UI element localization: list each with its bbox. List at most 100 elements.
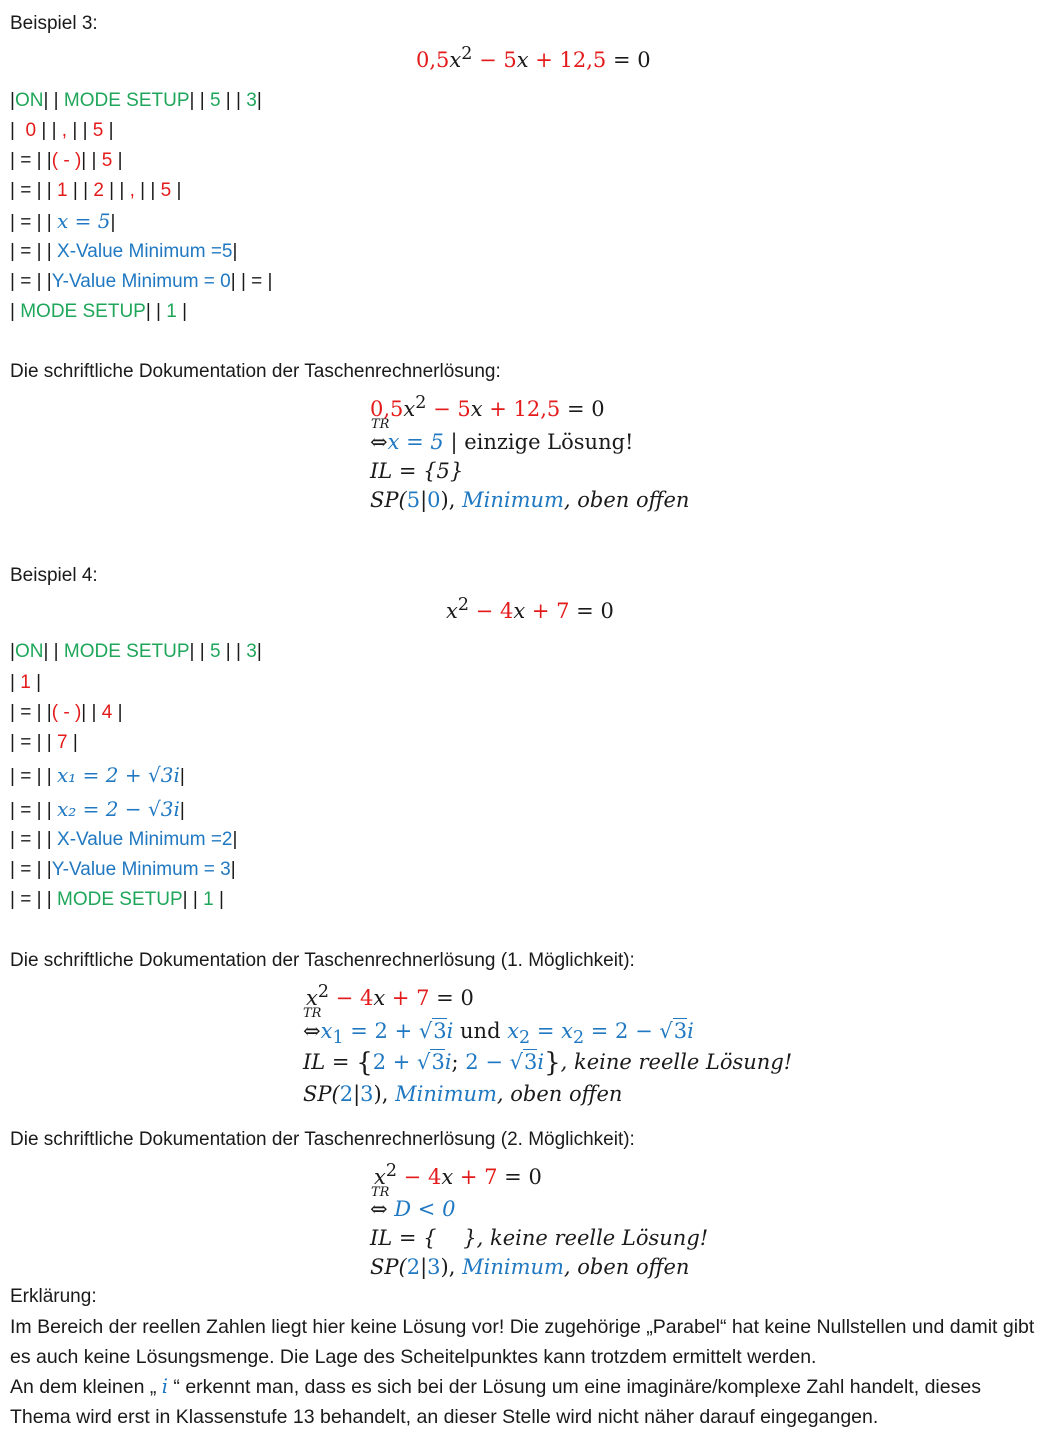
example-3-doc-heading: Die schriftliche Dokumentation der Tasch…	[10, 361, 501, 382]
keystroke-line: | 0 | | , | | 5 |	[10, 119, 114, 143]
key-separator: |	[10, 641, 15, 662]
doc2-vertex: SP(2|3), Minimum, oben offen	[370, 1255, 690, 1279]
doc2-equation: x2 − 4x + 7 = 0	[374, 1161, 542, 1189]
key-label: 5	[160, 180, 172, 201]
key-label: 3	[246, 641, 257, 662]
key-separator: | = | |	[10, 271, 52, 292]
key-separator: |	[67, 732, 78, 753]
example-3-heading: Beispiel 3:	[10, 13, 98, 34]
doc1-solution-set: IL = {2 + √3i; 2 − √3i}, keine reelle Lö…	[303, 1048, 793, 1078]
key-separator: | = | |	[10, 889, 58, 910]
key-label: Y-Value Minimum = 3	[51, 859, 231, 880]
example-4-doc1-heading: Die schriftliche Dokumentation der Tasch…	[10, 950, 635, 971]
keystroke-line: | = | | 1 | | 2 | | , | | 5 |	[10, 179, 181, 203]
key-separator: |	[256, 90, 262, 111]
key-separator: |	[179, 766, 185, 787]
key-label: ( - )	[51, 150, 82, 171]
keystroke-line: | = | | 7 |	[10, 731, 78, 755]
keystroke-line: | = | | x₁ = 2 + √3i|	[10, 763, 185, 789]
keystroke-line: |ON| | MODE SETUP| | 5 | | 3|	[10, 89, 262, 113]
key-label: ,	[129, 180, 135, 201]
key-label: 2	[93, 180, 104, 201]
key-separator: | |	[220, 641, 247, 662]
key-label: X-Value Minimum =2	[57, 829, 233, 850]
key-separator: |	[10, 301, 21, 322]
key-separator: | |	[67, 120, 93, 141]
keystroke-line: | 1 |	[10, 671, 41, 695]
key-separator: | |	[189, 90, 210, 111]
tr-label: TR	[371, 417, 390, 432]
key-label: 7	[57, 732, 68, 753]
key-separator: |	[103, 120, 114, 141]
key-label: ON	[14, 90, 44, 111]
key-separator: | = | |	[10, 766, 58, 787]
doc1-equation: x2 − 4x + 7 = 0	[306, 982, 474, 1010]
keystroke-line: | = | | x₂ = 2 − √3i|	[10, 797, 185, 823]
key-label: 5	[209, 641, 221, 662]
key-label: 1	[203, 889, 214, 910]
example-4-heading: Beispiel 4:	[10, 565, 98, 586]
key-separator: |	[256, 641, 262, 662]
key-label: 3	[246, 90, 257, 111]
keystroke-line: | MODE SETUP| | 1 |	[10, 300, 187, 324]
key-separator: | |	[189, 641, 210, 662]
key-separator: | |	[43, 90, 64, 111]
doc1-vertex: SP(2|3), Minimum, oben offen	[303, 1082, 623, 1106]
key-separator: | = | |	[10, 800, 58, 821]
keystroke-line: | = | |Y-Value Minimum = 0| | = |	[10, 270, 273, 294]
key-separator: |	[10, 90, 15, 111]
example-4-doc2-heading: Die schriftliche Dokumentation der Tasch…	[10, 1129, 635, 1150]
key-separator: | |	[67, 180, 94, 201]
doc2-solution-set: IL = { }, keine reelle Lösung!	[370, 1226, 709, 1250]
key-separator: |	[30, 672, 42, 693]
tr-label: TR	[303, 1006, 322, 1021]
key-label: ( - )	[51, 702, 82, 723]
key-label: x₁ = 2 + √3i	[57, 763, 180, 787]
key-label: MODE SETUP	[63, 90, 190, 111]
keystroke-line: |ON| | MODE SETUP| | 5 | | 3|	[10, 640, 262, 664]
key-separator: | = | |	[10, 241, 58, 262]
key-separator: | |	[43, 641, 64, 662]
key-separator: |	[232, 829, 238, 850]
explanation-paragraph-2: An dem kleinen „ i “ erkennt man, dass e…	[10, 1375, 981, 1428]
key-separator: | |	[134, 180, 161, 201]
key-separator: | |	[81, 702, 102, 723]
key-separator: | = | |	[10, 180, 58, 201]
keystroke-line: | = | | X-Value Minimum =2|	[10, 828, 237, 852]
key-separator: |	[232, 241, 238, 262]
key-label: 5	[209, 90, 221, 111]
example-4-equation: x2 − 4x + 7 = 0	[446, 595, 614, 623]
key-separator: |	[110, 212, 116, 233]
key-label: ,	[61, 120, 68, 141]
key-separator: |	[112, 150, 123, 171]
key-label: 5	[92, 120, 104, 141]
key-separator: | = | |	[10, 732, 58, 753]
key-separator: | |	[220, 90, 247, 111]
key-separator: | = | |	[10, 829, 58, 850]
key-label: MODE SETUP	[63, 641, 190, 662]
key-separator: | |	[36, 120, 62, 141]
key-label: Y-Value Minimum = 0	[51, 271, 231, 292]
key-label: MODE SETUP	[20, 301, 146, 322]
key-label: 1	[166, 301, 177, 322]
key-separator: | |	[81, 150, 102, 171]
key-separator: |	[171, 180, 182, 201]
key-separator: | |	[103, 180, 130, 201]
key-label: 1	[57, 180, 68, 201]
explanation-heading: Erklärung:	[10, 1286, 97, 1307]
key-separator: |	[213, 889, 224, 910]
key-separator: | = | |	[10, 212, 58, 233]
key-separator: | |	[145, 301, 167, 322]
keystroke-line: | = | |( - )| | 5 |	[10, 149, 123, 173]
doc-solution-set: IL = {5}	[370, 459, 464, 483]
doc-equation: 0,5x2 − 5x + 12,5 = 0	[370, 393, 605, 421]
doc2-discriminant: ⇔ D < 0	[370, 1197, 456, 1221]
key-separator: |	[112, 702, 123, 723]
key-label: 1	[20, 672, 31, 693]
key-separator: |	[10, 120, 26, 141]
key-label: 5	[101, 150, 113, 171]
key-separator: |	[176, 301, 188, 322]
doc-vertex: SP(5|0), Minimum, oben offen	[370, 488, 690, 512]
key-separator: | = | |	[10, 150, 52, 171]
key-label: X-Value Minimum =5	[57, 241, 233, 262]
